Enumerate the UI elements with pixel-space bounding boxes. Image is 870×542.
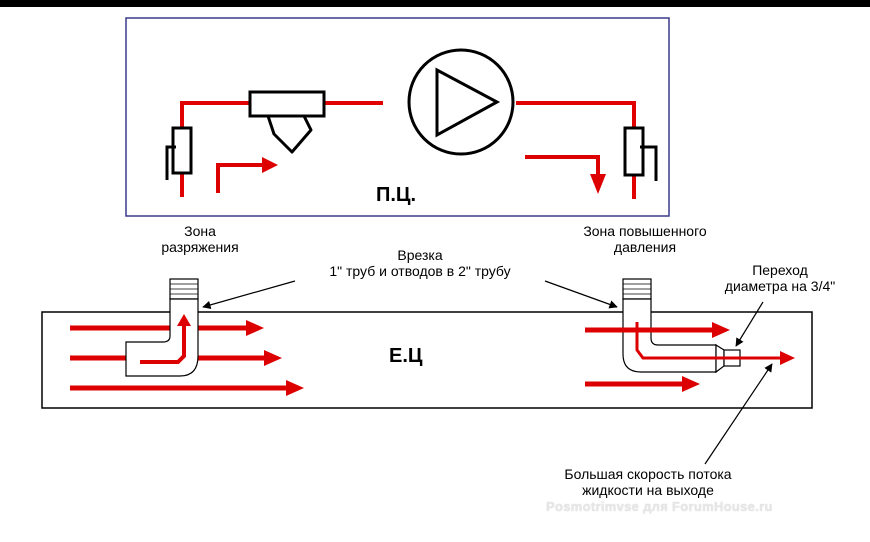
secondary-circuit-label: Е.Ц — [389, 345, 423, 367]
right-flow-arrows — [585, 322, 730, 392]
reducer-label: Переход диаметра на 3/4" — [724, 262, 836, 294]
secondary-circuit-box — [41, 311, 813, 409]
top-bar — [0, 0, 870, 7]
primary-flow-arrow-left — [216, 157, 278, 193]
insert-label: Врезка 1" труб и отводов в 2" трубу — [329, 247, 511, 279]
primary-circuit-label: П.Ц. — [376, 184, 417, 206]
primary-circuit-box — [125, 17, 670, 217]
callout-lines — [202, 280, 773, 465]
watermark: Posmotrimvse для ForumHouse.ru — [546, 499, 773, 514]
pump-icon — [407, 48, 515, 156]
primary-pipe — [180, 101, 636, 199]
left-elbow-pipe — [125, 278, 199, 377]
left-valve-icon — [165, 126, 193, 180]
speed-label: Большая скорость потока жидкости на выхо… — [564, 466, 732, 498]
primary-flow-arrow-right — [525, 155, 606, 194]
strainer-filter-icon — [248, 90, 326, 154]
vacuum-zone-label: Зона разряжения — [161, 223, 239, 255]
right-elbow-pipe — [622, 278, 795, 374]
right-valve-icon — [623, 126, 658, 181]
pressure-zone-label: Зона повышенного давления — [583, 223, 707, 255]
